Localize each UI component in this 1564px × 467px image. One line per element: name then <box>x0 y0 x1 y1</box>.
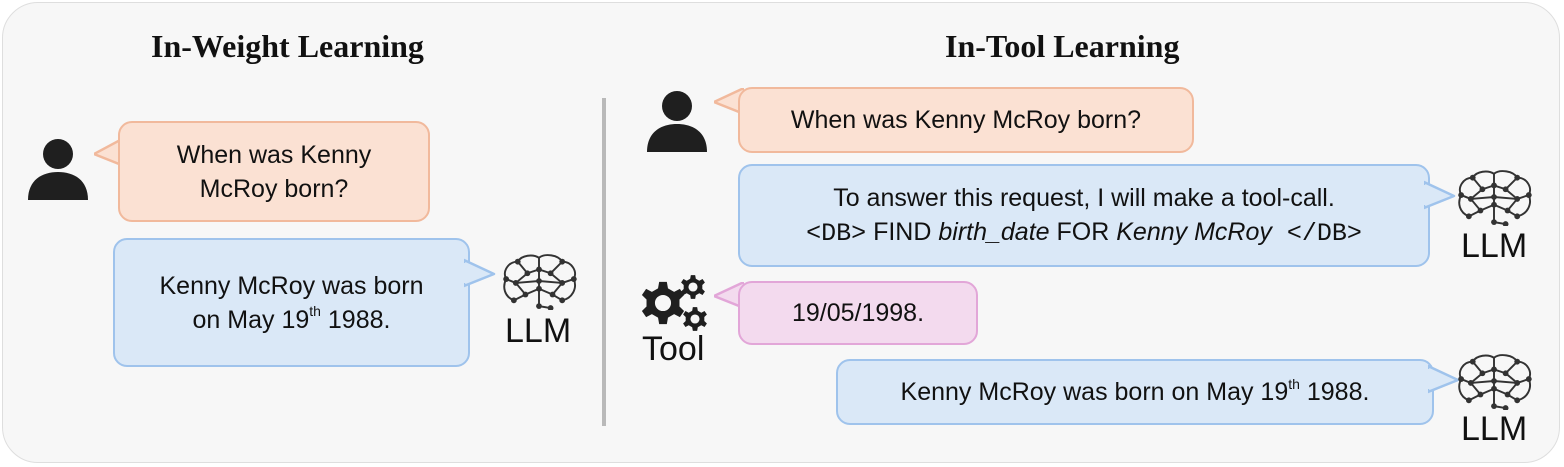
llm-label-right-1: LLM <box>1461 227 1528 265</box>
toolcall-line-2: <DB> FIND birth_date FOR Kenny McRoy </D… <box>806 217 1362 248</box>
llm-label-left: LLM <box>505 312 572 350</box>
llm-toolcall-bubble: To answer this request, I will make a to… <box>738 164 1430 267</box>
answer-line-1: Kenny McRoy was born <box>159 271 424 300</box>
answer-line-2: on May 19th 1988. <box>192 303 391 334</box>
right-title: In-Tool Learning <box>945 28 1180 64</box>
llm-bubble-tail-right-1 <box>1424 180 1456 210</box>
left-title: In-Weight Learning <box>151 28 424 64</box>
tool-label: Tool <box>642 330 705 368</box>
panel-divider <box>602 98 606 426</box>
toolcall-line-1: To answer this request, I will make a to… <box>833 183 1335 212</box>
user-question-bubble-left: When was Kenny McRoy born? <box>118 121 430 222</box>
user-icon <box>645 88 709 152</box>
question-text: When was Kenny McRoy born? <box>790 106 1142 134</box>
llm-bubble-tail-right-2 <box>1428 364 1460 394</box>
llm-final-answer-bubble: Kenny McRoy was born on May 19th 1988. <box>836 359 1434 425</box>
user-icon <box>26 136 90 200</box>
brain-network-icon <box>1455 168 1533 226</box>
question-line-1: When was Kenny <box>176 140 372 169</box>
brain-network-icon <box>500 252 578 310</box>
question-line-2: McRoy born? <box>199 174 349 203</box>
llm-answer-bubble-left: Kenny McRoy was born on May 19th 1988. <box>113 238 470 367</box>
tool-result-bubble: 19/05/1998. <box>738 281 978 345</box>
gears-icon <box>641 275 707 331</box>
llm-bubble-tail-left <box>464 258 496 288</box>
llm-label-right-2: LLM <box>1461 410 1528 448</box>
final-answer-text: Kenny McRoy was born on May 19th 1988. <box>900 375 1370 406</box>
user-question-bubble-right: When was Kenny McRoy born? <box>738 87 1194 153</box>
brain-network-icon <box>1455 352 1533 410</box>
tool-result-text: 19/05/1998. <box>791 299 925 327</box>
